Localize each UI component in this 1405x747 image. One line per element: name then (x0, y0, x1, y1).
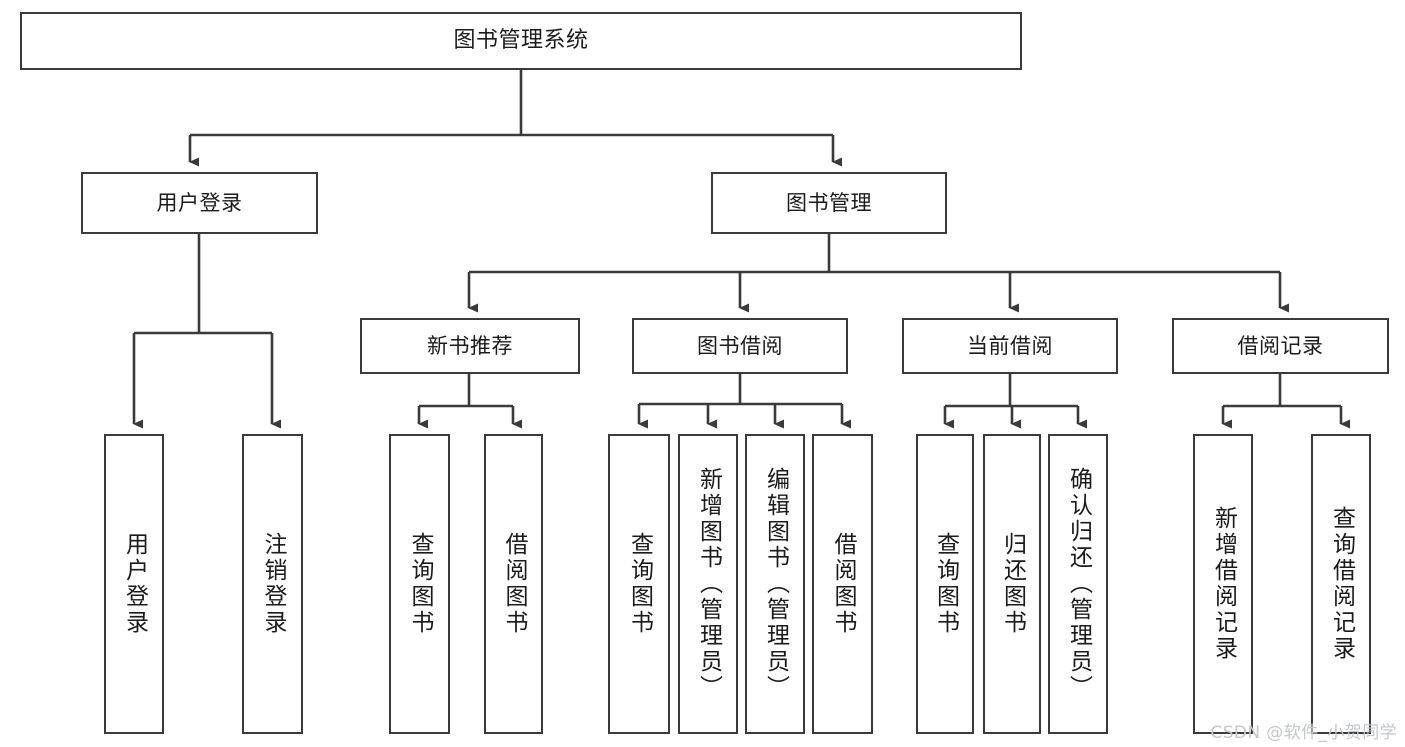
leaf-confirm-return-admin[interactable]: 确认归还（管理员） (1048, 434, 1108, 734)
leaf-logout-login[interactable]: 注销登录 (242, 434, 303, 734)
node-label: 查询图书 (407, 532, 433, 636)
node-label: 新增图书（管理员） (695, 467, 722, 701)
node-book-borrow[interactable]: 图书借阅 (632, 318, 848, 374)
node-label: 图书管理系统 (453, 28, 589, 54)
node-label: 查询图书 (932, 532, 959, 636)
node-label: 查询借阅记录 (1328, 506, 1355, 662)
node-label: 注销登录 (260, 532, 286, 636)
node-label: 查询图书 (626, 532, 653, 636)
node-label: 当前借阅 (967, 333, 1053, 358)
leaf-edit-book-admin[interactable]: 编辑图书（管理员） (745, 434, 805, 734)
node-label: 借阅图书 (830, 532, 856, 636)
node-book-management[interactable]: 图书管理 (711, 172, 947, 234)
node-label: 用户登录 (121, 532, 148, 636)
leaf-query-book-newbook[interactable]: 查询图书 (389, 434, 450, 734)
node-user-login[interactable]: 用户登录 (81, 172, 318, 234)
leaf-add-book-admin[interactable]: 新增图书（管理员） (678, 434, 738, 734)
leaf-borrow-book-newbook[interactable]: 借阅图书 (484, 434, 543, 734)
leaf-query-book-current[interactable]: 查询图书 (916, 434, 974, 734)
node-label: 确认归还（管理员） (1065, 467, 1092, 701)
leaf-user-login[interactable]: 用户登录 (104, 434, 164, 734)
node-current-borrow[interactable]: 当前借阅 (902, 318, 1118, 374)
leaf-add-borrow-record[interactable]: 新增借阅记录 (1193, 434, 1253, 734)
node-label: 新增借阅记录 (1210, 506, 1237, 662)
node-label: 图书管理 (786, 190, 872, 215)
node-label: 归还图书 (999, 532, 1026, 636)
node-label: 图书借阅 (697, 333, 783, 358)
node-label: 新书推荐 (427, 333, 513, 358)
node-root-system[interactable]: 图书管理系统 (20, 12, 1022, 70)
node-borrow-record[interactable]: 借阅记录 (1172, 318, 1389, 374)
leaf-borrow-book[interactable]: 借阅图书 (812, 434, 873, 734)
node-new-book-recommend[interactable]: 新书推荐 (360, 318, 580, 374)
watermark: CSDN @软件_小贺同学 (1210, 723, 1397, 743)
node-label: 编辑图书（管理员） (762, 467, 789, 701)
node-label: 用户登录 (156, 190, 243, 215)
leaf-query-borrow-record[interactable]: 查询借阅记录 (1311, 434, 1371, 734)
node-label: 借阅图书 (501, 532, 527, 636)
node-label: 借阅记录 (1237, 333, 1324, 358)
leaf-return-book[interactable]: 归还图书 (983, 434, 1041, 734)
leaf-query-book-borrow[interactable]: 查询图书 (608, 434, 670, 734)
